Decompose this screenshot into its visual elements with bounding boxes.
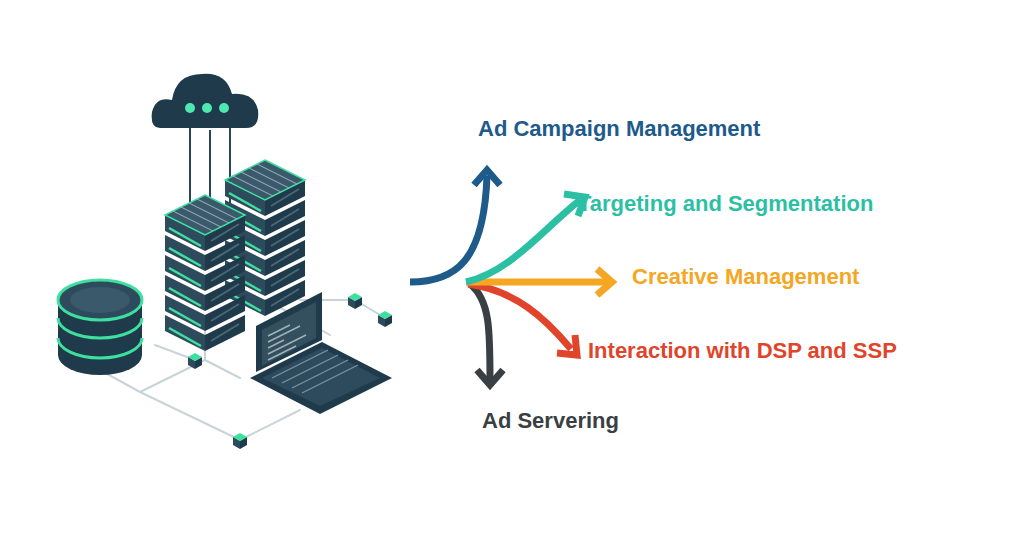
database-cylinder <box>58 280 142 375</box>
branch-label: Ad Campaign Management <box>478 116 760 142</box>
small-cubes <box>188 293 392 449</box>
label-anchor: Ad Campaign Management <box>478 116 760 142</box>
laptop-icon <box>250 292 392 414</box>
label-anchor: Creative Management <box>632 264 859 290</box>
branch-label: Targeting and Segmentation <box>578 191 873 217</box>
label-anchor: Interaction with DSP and SSP <box>588 338 897 364</box>
branch-label: Creative Management <box>632 264 859 290</box>
server-rack <box>165 195 245 351</box>
branch-label: Ad Servering <box>482 408 619 434</box>
label-anchor: Targeting and Segmentation <box>578 191 873 217</box>
label-anchor: Ad Servering <box>482 408 619 434</box>
branch-label: Interaction with DSP and SSP <box>588 338 897 364</box>
